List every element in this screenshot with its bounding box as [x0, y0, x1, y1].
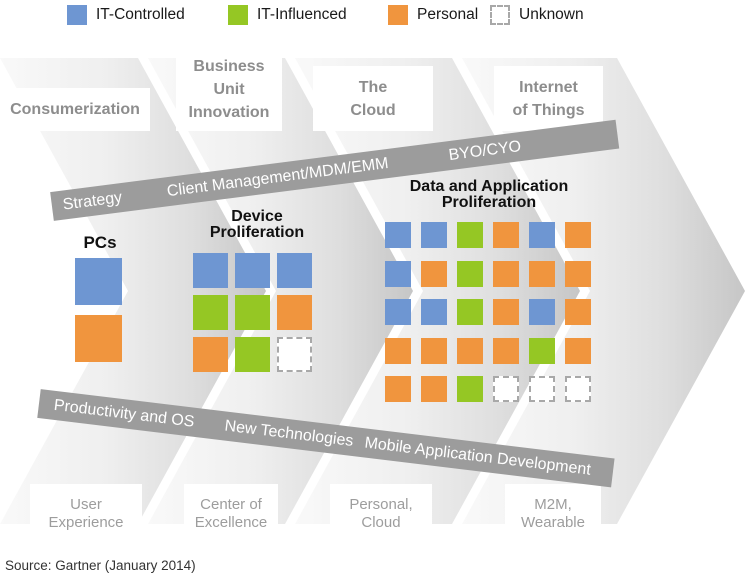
grid-cell-personal — [493, 299, 519, 325]
legend-item-it-influenced: IT-Influenced — [228, 5, 347, 25]
grid-cell-it-controlled — [75, 258, 122, 305]
grid-cell-it-controlled — [193, 253, 228, 288]
legend-swatch-unknown-icon — [490, 5, 510, 25]
grid-cell-personal — [565, 222, 591, 248]
grid-cell-it-influenced — [235, 295, 270, 330]
grid-cell-personal — [565, 337, 591, 364]
legend-swatch-personal-icon — [388, 5, 408, 25]
legend-label: Unknown — [519, 6, 584, 23]
legend-item-personal: Personal — [388, 5, 478, 25]
era-footer-center-of-excellence: Center of Excellence — [184, 484, 278, 544]
grid-cell-personal — [421, 376, 447, 402]
device-proliferation-grid — [193, 253, 312, 372]
grid-cell-it-controlled — [235, 253, 270, 288]
grid-cell-personal — [421, 337, 447, 364]
grid-cell-unknown — [565, 376, 591, 402]
grid-cell-unknown — [493, 376, 519, 402]
grid-cell-it-controlled — [421, 222, 447, 248]
grid-cell-personal — [277, 295, 312, 330]
grid-cell-it-controlled — [421, 299, 447, 325]
grid-cell-it-controlled — [385, 260, 411, 287]
grid-cell-personal — [193, 337, 228, 372]
grid-cell-personal — [421, 260, 447, 287]
grid-cell-personal — [565, 299, 591, 325]
pcs-grid — [75, 258, 122, 362]
era-header-internet-of-things: Internet of Things — [494, 66, 603, 131]
grid-cell-it-influenced — [457, 222, 483, 248]
grid-cell-personal — [75, 315, 122, 362]
grid-cell-personal — [493, 337, 519, 364]
legend-swatch-it-controlled-icon — [67, 5, 87, 25]
data-application-proliferation-grid — [385, 222, 591, 402]
grid-cell-personal — [529, 260, 555, 287]
group-title-pcs: PCs — [83, 233, 117, 252]
era-footer-m2m-wearable: M2M, Wearable — [505, 484, 601, 544]
grid-cell-unknown — [277, 337, 312, 372]
grid-cell-unknown — [529, 376, 555, 402]
era-header-the-cloud: The Cloud — [313, 66, 433, 131]
grid-cell-personal — [493, 260, 519, 287]
source-text: Source: Gartner (January 2014) — [5, 558, 196, 573]
grid-cell-personal — [457, 337, 483, 364]
legend-item-it-controlled: IT-Controlled — [67, 5, 185, 25]
grid-cell-it-influenced — [235, 337, 270, 372]
grid-cell-it-controlled — [385, 222, 411, 248]
group-title-data-application-proliferation: Data and Application Proliferation — [409, 178, 569, 211]
grid-cell-it-influenced — [457, 376, 483, 402]
legend-swatch-it-influenced-icon — [228, 5, 248, 25]
era-footer-personal-cloud: Personal, Cloud — [330, 484, 432, 544]
grid-cell-it-controlled — [385, 299, 411, 325]
grid-cell-it-controlled — [529, 222, 555, 248]
era-header-business-unit-innovation: Business Unit Innovation — [176, 47, 282, 131]
group-title-device-proliferation: Device Proliferation — [209, 208, 305, 241]
grid-cell-it-influenced — [457, 299, 483, 325]
era-header-consumerization: Consumerization — [0, 88, 150, 131]
grid-cell-personal — [565, 260, 591, 287]
grid-cell-personal — [385, 376, 411, 402]
grid-cell-personal — [385, 337, 411, 364]
grid-cell-it-controlled — [529, 299, 555, 325]
grid-cell-it-controlled — [277, 253, 312, 288]
era-footer-user-experience: User Experience — [30, 484, 142, 544]
legend-label: IT-Controlled — [96, 6, 185, 23]
grid-cell-it-influenced — [457, 260, 483, 287]
grid-cell-it-influenced — [193, 295, 228, 330]
legend-label: Personal — [417, 6, 479, 23]
grid-cell-it-influenced — [529, 337, 555, 364]
grid-cell-personal — [493, 222, 519, 248]
legend-item-unknown: Unknown — [490, 5, 584, 25]
legend-label: IT-Influenced — [257, 6, 347, 23]
